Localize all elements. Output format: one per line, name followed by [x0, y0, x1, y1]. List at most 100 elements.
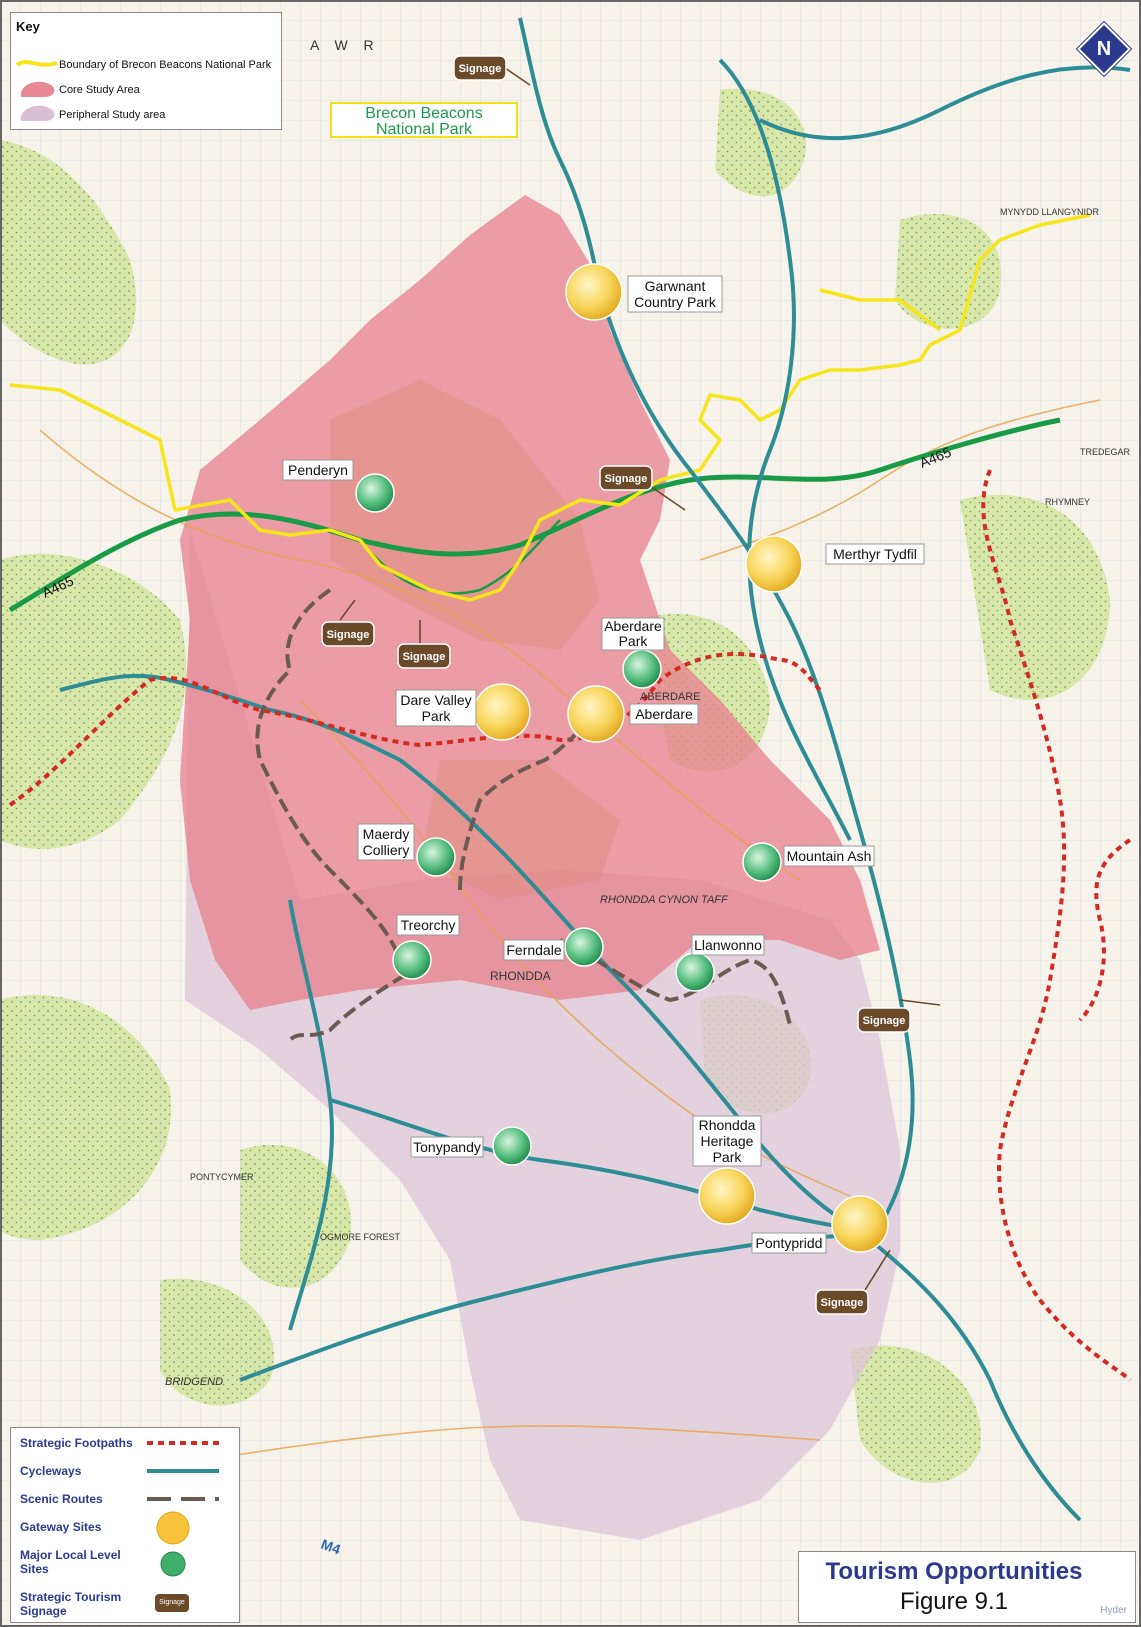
local-site-marker — [622, 649, 662, 689]
label-dare-valley-line2: Park — [422, 708, 452, 724]
signage-badge: Signage — [453, 55, 507, 81]
key-item-boundary: Boundary of Brecon Beacons National Park — [59, 59, 272, 71]
map-label-rhondda: RHONDDA — [490, 969, 551, 983]
peripheral-area-swatch-icon — [20, 105, 55, 121]
figure-number: Figure 9.1 — [899, 1588, 1009, 1615]
figure-title: Tourism Opportunities — [825, 1558, 1083, 1585]
gateway-site-marker — [745, 535, 803, 593]
title-block: Tourism Opportunities Figure 9.1 Hyder — [798, 1551, 1136, 1623]
label-dare-valley-line1: Dare Valley — [400, 692, 471, 708]
hyder-logo: Hyder — [1100, 1605, 1127, 1616]
label-aberdare: Aberdare — [635, 706, 693, 722]
legend-label-cycleways: Cycleways — [20, 1464, 82, 1478]
label-garwnant-line2: Country Park — [634, 294, 717, 310]
local-site-marker — [492, 1126, 532, 1166]
label-llanwonno: Llanwonno — [694, 937, 762, 953]
north-letter: N — [1096, 38, 1112, 60]
local-site-marker — [742, 842, 782, 882]
label-ferndale: Ferndale — [506, 942, 561, 958]
signage-badge: Signage — [815, 1289, 869, 1315]
label-tonypandy: Tonypandy — [413, 1139, 481, 1155]
label-maerdy-line1: Maerdy — [363, 826, 410, 842]
key-title: Key — [16, 19, 40, 34]
svg-text:Signage: Signage — [327, 629, 370, 641]
gateway-site-marker — [831, 1195, 889, 1253]
local-site-marker — [675, 952, 715, 992]
core-study-area — [180, 195, 880, 1010]
signage-symbol-icon: Signage — [155, 1594, 189, 1612]
svg-text:Signage: Signage — [821, 1297, 864, 1309]
label-pontypridd: Pontypridd — [756, 1235, 823, 1251]
key-item-core: Core Study Area — [59, 84, 140, 96]
legend-label-footpaths: Strategic Footpaths — [20, 1436, 133, 1450]
label-maerdy-line2: Colliery — [363, 842, 410, 858]
legend-label-gateway: Gateway Sites — [20, 1520, 102, 1534]
national-park-label-line1: Brecon Beacons — [365, 105, 483, 122]
map-label-tredegar: TREDEGAR — [1080, 447, 1131, 457]
local-sites — [355, 473, 782, 1166]
label-treorchy: Treorchy — [401, 917, 456, 933]
map-label-rhymney: RHYMNEY — [1045, 497, 1090, 507]
national-park-label-line2: National Park — [375, 121, 473, 138]
map-label-ogmore-forest: OGMORE FOREST — [320, 1232, 401, 1242]
label-aberdare-park-line1: Aberdare — [604, 618, 662, 634]
map-label-awr: A W R — [310, 37, 380, 53]
strategic-footpaths — [8, 469, 1132, 1382]
core-area-inner-shading — [330, 380, 620, 900]
signage-badge: Signage — [857, 1007, 911, 1033]
local-site-marker — [564, 927, 604, 967]
gateway-site-symbol-icon — [156, 1511, 190, 1545]
signage-badge: Signage — [397, 643, 451, 669]
cycleway-symbol-icon — [147, 1469, 219, 1473]
site-labels: Garwnant Country Park Merthyr Tydfil Dar… — [282, 275, 925, 1254]
road-label-m4: M4 — [319, 1536, 343, 1558]
legend-label-signage: Strategic Tourism Signage — [20, 1590, 122, 1618]
national-park-label: Brecon Beacons National Park — [330, 102, 518, 138]
label-garwnant-line1: Garwnant — [645, 278, 706, 294]
legend-label-scenic: Scenic Routes — [20, 1492, 103, 1506]
legend-box: Strategic Footpaths Cycleways Scenic Rou… — [10, 1427, 240, 1623]
national-park-boundary-north — [819, 288, 942, 332]
legend-label-local: Major Local Level Sites — [20, 1548, 121, 1576]
map-label-pontycymer: PONTYCYMER — [190, 1172, 254, 1182]
map-label-mynydd-llangynidr: MYNYDD LLANGYNIDR — [1000, 207, 1100, 217]
local-site-marker — [416, 837, 456, 877]
svg-text:Signage: Signage — [863, 1015, 906, 1027]
map-label-rhondda-cynon-taff: RHONDDA CYNON TAFF — [600, 894, 729, 906]
signage-badges: Signage Signage Signage Signage Signage … — [321, 55, 911, 1315]
local-site-symbol-icon — [160, 1551, 186, 1577]
gateway-site-marker — [567, 685, 625, 743]
peripheral-study-area — [185, 530, 900, 1540]
svg-text:Signage: Signage — [459, 63, 502, 75]
label-merthyr-tydfil: Merthyr Tydfil — [833, 546, 917, 562]
svg-text:Signage: Signage — [605, 473, 648, 485]
national-park-boundary — [9, 213, 1091, 602]
core-area-swatch-icon — [20, 81, 55, 97]
label-rhondda-heritage-line1: Rhondda — [699, 1117, 756, 1133]
local-site-marker — [392, 940, 432, 980]
key-item-peripheral: Peripheral Study area — [59, 109, 166, 121]
gateway-site-marker — [698, 1167, 756, 1225]
gateway-site-marker — [473, 683, 531, 741]
gateway-sites — [473, 263, 889, 1253]
map-label-aberdare-area: ABERDARE — [640, 691, 701, 703]
label-penderyn: Penderyn — [288, 462, 348, 478]
map-text-labels: RHONDDA RHONDDA CYNON TAFF ABERDARE TRED… — [165, 37, 1131, 1388]
signage-badge: Signage — [599, 465, 653, 491]
svg-text:Signage: Signage — [403, 651, 446, 663]
signage-badge: Signage — [321, 621, 375, 647]
key-box: Key Boundary of Brecon Beacons National … — [10, 12, 282, 130]
local-site-marker — [355, 473, 395, 513]
label-aberdare-park-line2: Park — [619, 633, 649, 649]
map-label-bridgend: BRIDGEND — [165, 1376, 223, 1388]
label-rhondda-heritage-line3: Park — [713, 1149, 743, 1165]
footpath-symbol-icon — [147, 1441, 219, 1445]
label-mountain-ash: Mountain Ash — [787, 848, 872, 864]
np-boundary-swatch-icon — [15, 60, 58, 67]
label-rhondda-heritage-line2: Heritage — [701, 1133, 754, 1149]
a465-road — [8, 417, 1061, 613]
gateway-site-marker — [565, 263, 623, 321]
scenic-route-symbol-icon — [147, 1497, 219, 1501]
